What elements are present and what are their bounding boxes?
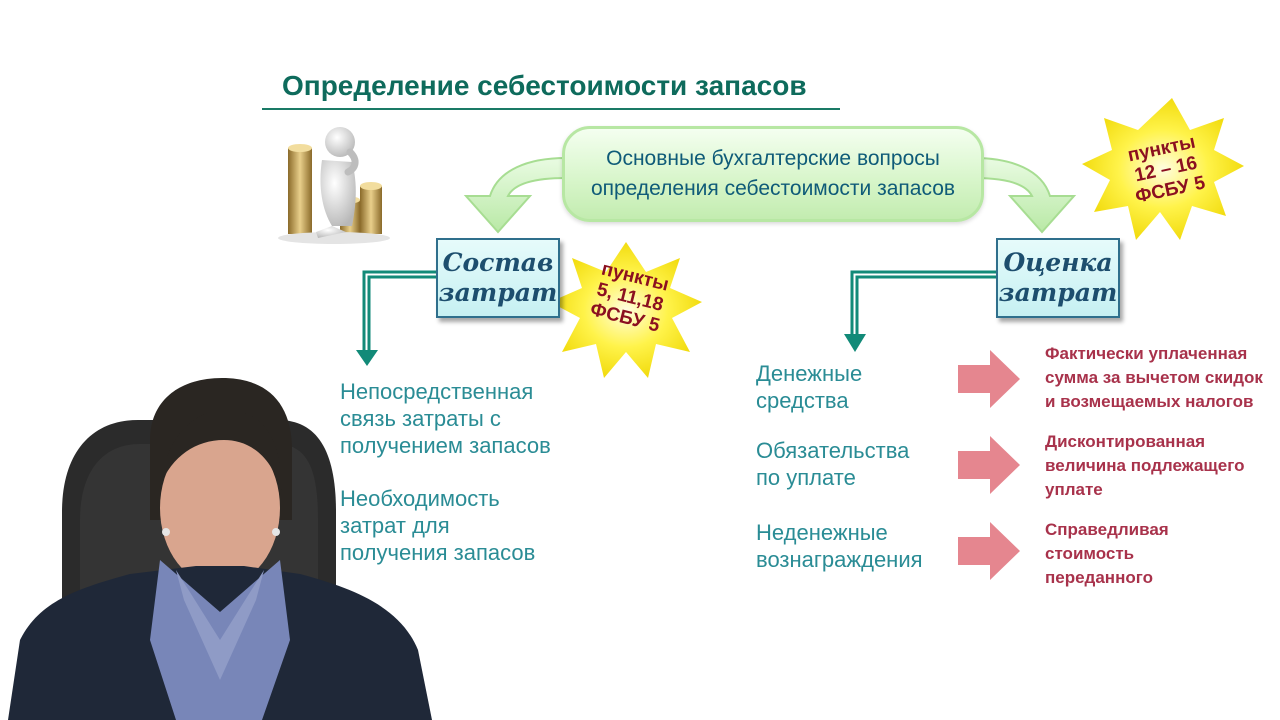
right-label-3: Неденежные вознаграждения xyxy=(756,519,923,573)
title-underline xyxy=(262,108,840,110)
category-sostav-line1: Состав xyxy=(442,248,554,277)
left-item-2: Необходимость затрат для получения запас… xyxy=(340,485,535,566)
right-result-3-line3: переданного xyxy=(1045,568,1153,587)
pink-arrow-3 xyxy=(958,522,1020,580)
connector-ocenka xyxy=(850,270,1001,336)
right-label-3-line1: Неденежные xyxy=(756,520,888,545)
right-label-1-line1: Денежные xyxy=(756,361,863,386)
curved-arrow-left xyxy=(463,156,567,234)
right-result-1-line2: сумма за вычетом скидок xyxy=(1045,368,1263,387)
right-result-2-line2: величина подлежащего xyxy=(1045,456,1245,475)
right-label-3-line2: вознаграждения xyxy=(756,547,923,572)
category-ocenka-line2: затрат xyxy=(998,278,1118,307)
connector-sostav xyxy=(362,270,441,352)
right-result-1-line3: и возмещаемых налогов xyxy=(1045,392,1254,411)
left-item-1-line3: получением запасов xyxy=(340,433,551,458)
connector-sostav-arrowhead xyxy=(356,350,378,366)
left-item-1: Непосредственная связь затраты с получен… xyxy=(340,378,551,459)
main-question-box: Основные бухгалтерские вопросы определен… xyxy=(562,126,984,222)
right-label-2: Обязательства по уплате xyxy=(756,437,909,491)
category-sostav-line2: затрат xyxy=(438,278,558,307)
right-label-2-line2: по уплате xyxy=(756,465,856,490)
left-item-2-line1: Необходимость xyxy=(340,486,500,511)
right-result-1-line1: Фактически уплаченная xyxy=(1045,344,1248,363)
category-sostav-box: Состав затрат xyxy=(436,238,560,318)
category-ocenka-line1: Оценка xyxy=(1003,248,1113,277)
curved-arrow-right xyxy=(973,156,1077,234)
right-result-2-line1: Дисконтированная xyxy=(1045,432,1206,451)
pink-arrow-1 xyxy=(958,350,1020,408)
main-question-line2: определения себестоимости запасов xyxy=(590,177,956,200)
burst-sostav-shape xyxy=(550,242,702,378)
main-question-line1: Основные бухгалтерские вопросы xyxy=(606,147,940,170)
right-result-3-line1: Справедливая xyxy=(1045,520,1169,539)
page-title: Определение себестоимости запасов xyxy=(282,70,807,101)
burst-ocenka-shape xyxy=(1082,98,1244,240)
thinking-figure-icon xyxy=(316,127,359,238)
left-item-1-line1: Непосредственная xyxy=(340,379,534,404)
right-label-1: Денежные средства xyxy=(756,360,862,414)
presenter-video xyxy=(8,378,432,720)
right-result-3-line2: стоимость xyxy=(1045,544,1135,563)
right-label-1-line2: средства xyxy=(756,388,849,413)
connector-ocenka-arrowhead xyxy=(844,334,866,352)
right-label-2-line1: Обязательства xyxy=(756,438,910,463)
left-item-2-line2: затрат для xyxy=(340,513,450,538)
right-result-2: Дисконтированная величина подлежащего уп… xyxy=(1045,430,1244,502)
right-result-1: Фактически уплаченная сумма за вычетом с… xyxy=(1045,342,1263,414)
right-result-2-line3: уплате xyxy=(1045,480,1103,499)
coin-stack-icon xyxy=(278,144,390,244)
category-ocenka-box: Оценка затрат xyxy=(996,238,1120,318)
right-result-3: Справедливая стоимость переданного xyxy=(1045,518,1169,590)
left-item-1-line2: связь затраты с xyxy=(340,406,501,431)
left-item-2-line3: получения запасов xyxy=(340,540,536,565)
pink-arrow-2 xyxy=(958,436,1020,494)
